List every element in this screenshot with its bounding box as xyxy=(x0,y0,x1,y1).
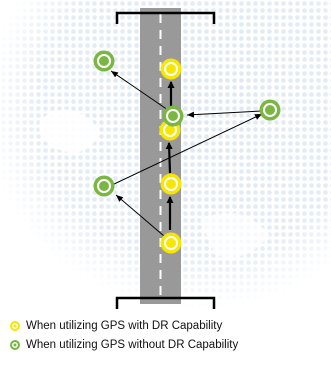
gps-no-dr-marker xyxy=(93,50,115,72)
legend-item-gps-with-dr: When utilizing GPS with DR Capability xyxy=(10,320,222,332)
gps-no-dr-marker xyxy=(93,175,115,197)
dr-path-arrow-2 xyxy=(165,142,173,174)
gps-no-dr-marker xyxy=(259,99,281,121)
legend-label-gps-with-dr: When utilizing GPS with DR Capability xyxy=(26,320,223,332)
gps-with-dr-markers xyxy=(159,58,182,254)
gps-without-dr-markers xyxy=(93,50,281,197)
path-arrow-2 xyxy=(111,113,263,186)
green-marker-icon xyxy=(10,340,20,350)
path-arrow-3 xyxy=(186,110,263,118)
gps-dr-marker xyxy=(160,232,182,254)
path-arrow-1 xyxy=(115,194,165,237)
legend-item-gps-without-dr: When utilizing GPS without DR Capability xyxy=(10,339,238,351)
road-end-bracket xyxy=(115,296,216,309)
road xyxy=(140,8,181,304)
gps-dr-marker xyxy=(160,58,182,80)
path-arrow-4 xyxy=(110,70,169,111)
gps-with-dr-path xyxy=(165,81,175,230)
gps-without-dr-path xyxy=(110,70,263,237)
gps-no-dr-marker xyxy=(162,105,184,127)
road-start-bracket xyxy=(115,11,216,24)
gps-dr-marker xyxy=(160,173,182,195)
legend-label-gps-without-dr: When utilizing GPS without DR Capability xyxy=(26,339,239,351)
yellow-marker-icon xyxy=(10,321,20,331)
